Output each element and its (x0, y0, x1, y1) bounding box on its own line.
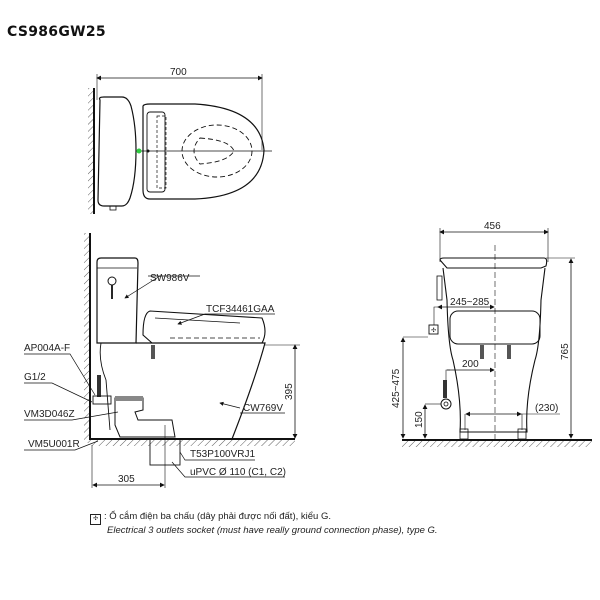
dim-395: 395 (284, 383, 295, 400)
dim-305: 305 (118, 474, 135, 485)
legend-en: Electrical 3 outlets socket (must have r… (107, 525, 438, 536)
dim-456: 456 (484, 221, 501, 232)
label-angle-valve: AP004A-F (24, 343, 70, 354)
label-pipe: uPVC Ø 110 (C1, C2) (190, 467, 286, 478)
top-view: 700 (88, 67, 272, 214)
model-title: CS986GW25 (7, 24, 106, 40)
label-bowl: CW769V (243, 403, 283, 414)
socket-icon (428, 324, 439, 335)
label-seat: TCF34461GAA (206, 304, 275, 315)
label-thread: G1/2 (24, 372, 46, 383)
label-tank: SW986V (150, 273, 190, 284)
legend-separator: : (104, 511, 107, 522)
dim-200: 200 (462, 359, 479, 370)
front-view: 456 ✣ 245~285 200 425~475 150 (391, 221, 592, 447)
dim-150: 150 (414, 411, 425, 428)
label-bolt: VM5U001R (28, 439, 80, 450)
side-view: SW986V TCF34461GAA AP004A-F G1/2 VM3D046… (24, 233, 300, 488)
legend-vi: Ổ cắm điện ba chấu (dây phải được nối đấ… (109, 511, 331, 522)
legend: ✣: Ổ cắm điện ba chấu (dây phải được nối… (90, 511, 438, 537)
svg-text:✣: ✣ (431, 327, 436, 334)
socket-icon: ✣ (90, 514, 101, 525)
dim-245-285: 245~285 (450, 297, 490, 308)
dim-700: 700 (170, 67, 187, 78)
label-drain-adapter: T53P100VRJ1 (190, 449, 255, 460)
dim-230: (230) (535, 403, 558, 414)
dim-425-475: 425~475 (391, 368, 402, 408)
dim-765: 765 (560, 343, 571, 360)
label-flange: VM3D046Z (24, 409, 75, 420)
